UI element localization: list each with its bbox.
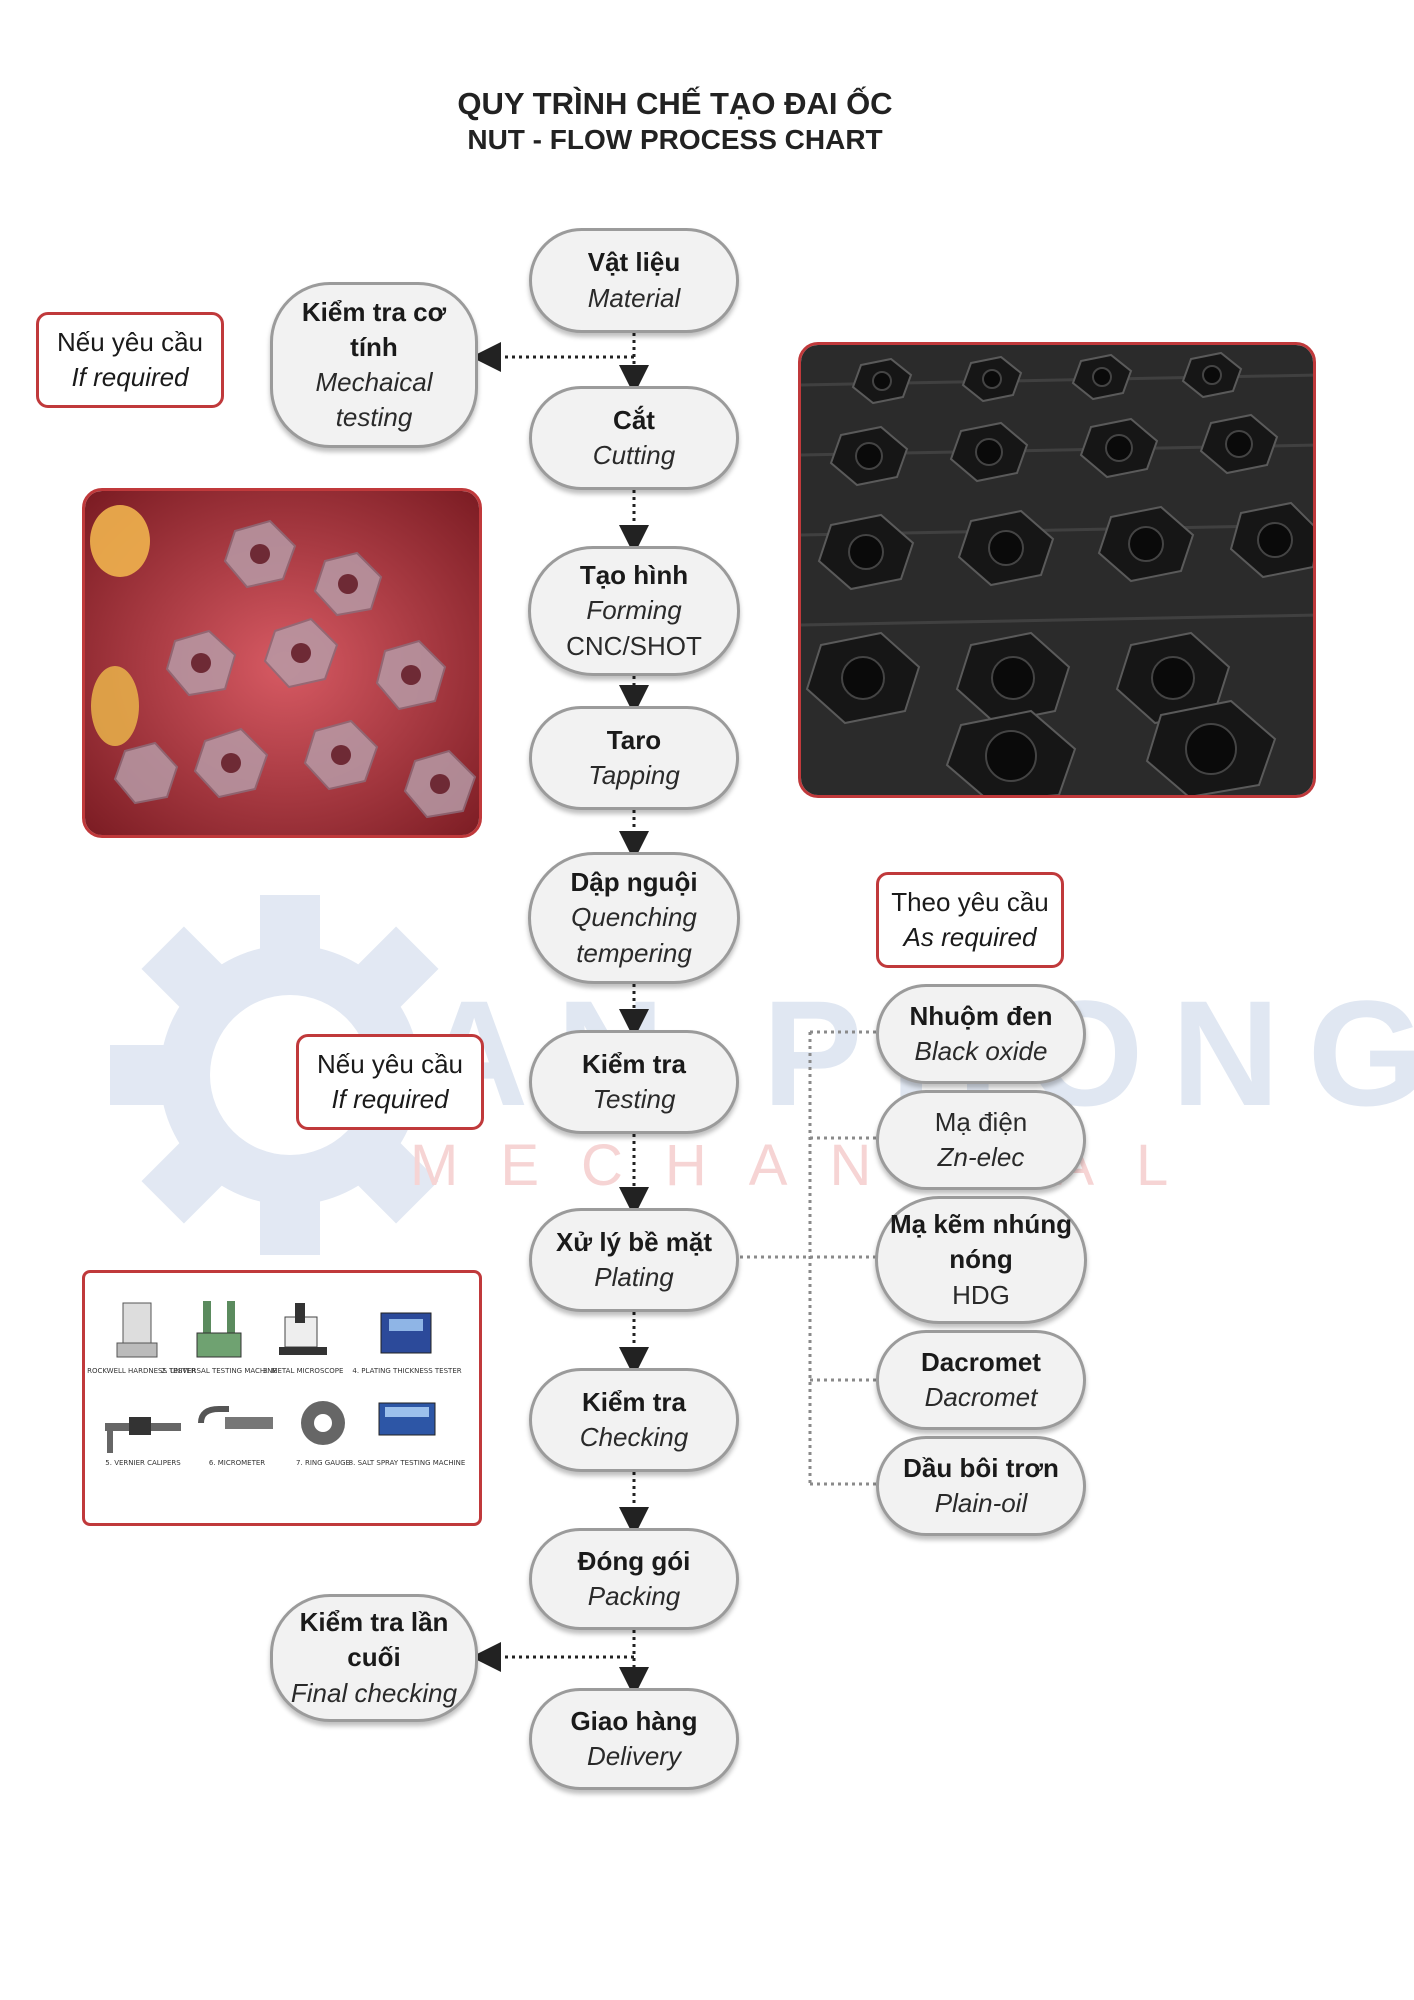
step-label-vi: Kiểm tra (581, 1386, 687, 1417)
instrument-label: 1. ROCKWELL HARDNESS TESTER (85, 1367, 196, 1375)
note-label-en: If required (331, 1084, 449, 1114)
step-label-en: Plating (594, 1262, 674, 1292)
side-check-label-en: Mechaical testing (315, 367, 433, 433)
side-check-mechanical: Kiểm tra cơ tính Mechaical testing (270, 282, 478, 448)
instrument-label: 6. MICROMETER (209, 1459, 265, 1467)
note-label-vi: Nếu yêu cầu (317, 1048, 463, 1079)
note-as-required: Theo yêu cầu As required (876, 872, 1064, 968)
surface-label-en: Plain-oil (934, 1488, 1028, 1518)
surface-label-en: HDG (952, 1279, 1010, 1310)
microscope-icon (279, 1303, 327, 1355)
step-label-vi: Tạo hình (579, 560, 689, 591)
instrument-label: 3. METAL MICROSCOPE (263, 1367, 344, 1375)
surface-label-vi: Dacromet (921, 1346, 1041, 1377)
step-label-vi: Giao hàng (570, 1705, 698, 1736)
surface-label-vi: Mạ kẽm nhúng nóng (889, 1209, 1072, 1275)
step-label-en: Checking (579, 1422, 689, 1452)
note-label-vi: Nếu yêu cầu (57, 326, 203, 357)
instrument-label: 5. VERNIER CALIPERS (105, 1459, 181, 1467)
note-label-vi: Theo yêu cầu (891, 886, 1049, 917)
note-label-en: If required (71, 362, 189, 392)
black-nuts-photo (798, 342, 1316, 798)
surface-black-oxide: Nhuộm đen Black oxide (876, 984, 1086, 1084)
ring-gauge-icon (301, 1401, 345, 1445)
step-label-en: Material (587, 282, 681, 313)
surface-label-vi: Nhuộm đen (909, 1000, 1053, 1031)
step-label-en: Quenching (571, 902, 697, 933)
side-check-label-en: Final checking (290, 1677, 458, 1708)
rockwell-tester-icon (116, 1302, 158, 1358)
step-label-en: Forming (586, 595, 682, 626)
step-label-en: Delivery (587, 1741, 681, 1771)
step-label-vi: Kiểm tra (581, 1048, 687, 1079)
step-packing: Đóng gói Packing (529, 1528, 739, 1630)
step-plating: Xử lý bề mặt Plating (529, 1208, 739, 1312)
surface-dacromet: Dacromet Dacromet (876, 1330, 1086, 1430)
chart-subtitle: NUT - FLOW PROCESS CHART (467, 124, 883, 155)
step-forming: Tạo hình Forming CNC/SHOT (528, 546, 740, 676)
colored-nuts-image (85, 491, 479, 835)
vernier-caliper-icon (105, 1417, 181, 1453)
side-check-label-vi: Kiểm tra lần cuối (299, 1607, 449, 1673)
step-label-vi: Taro (606, 724, 662, 755)
instrument-label: 2. UNIVERSAL TESTING MACHINE (161, 1367, 277, 1375)
micrometer-icon (198, 1406, 273, 1429)
surface-label-vi: Dầu bôi trơn (903, 1452, 1059, 1483)
step-label-en: Tapping (588, 760, 680, 790)
black-nuts-image (801, 345, 1313, 795)
step-tapping: Taro Tapping (529, 706, 739, 810)
step-material: Vật liệu Material (529, 228, 739, 333)
step-label-vi: Đóng gói (577, 1545, 691, 1576)
surface-label-en: Black oxide (914, 1036, 1048, 1066)
side-check-final: Kiểm tra lần cuối Final checking (270, 1594, 478, 1722)
colored-nuts-photo (82, 488, 482, 838)
surface-plain-oil: Dầu bôi trơn Plain-oil (876, 1436, 1086, 1536)
instrument-label: 8. SALT SPRAY TESTING MACHINE (349, 1459, 466, 1467)
step-label-vi: Cắt (613, 404, 655, 435)
step-label-en: Packing (587, 1581, 681, 1611)
chart-title: QUY TRÌNH CHẾ TẠO ĐAI ỐC (457, 86, 893, 121)
step-label-vi: Vật liệu (587, 247, 681, 278)
step-cutting: Cắt Cutting (529, 386, 739, 490)
salt-spray-tester-icon (378, 1402, 436, 1436)
note-if-required-testing: Nếu yêu cầu If required (296, 1034, 484, 1130)
surface-hdg: Mạ kẽm nhúng nóng HDG (875, 1196, 1087, 1324)
step-label-vi: Dập nguội (570, 867, 698, 898)
instrument-label: 7. RING GAUGE (296, 1459, 350, 1467)
universal-testing-machine-icon (196, 1301, 242, 1358)
step-label-vi: Xử lý bề mặt (555, 1226, 713, 1257)
instrument-label: 4. PLATING THICKNESS TESTER (352, 1367, 461, 1375)
step-label-en: Cutting (592, 440, 676, 470)
step-quenching: Dập nguội Quenching tempering (528, 852, 740, 984)
step-label-extra: CNC/SHOT (566, 630, 702, 661)
surface-zn-elec: Mạ điện Zn-elec (876, 1090, 1086, 1190)
step-label-extra: tempering (576, 937, 692, 968)
note-if-required-top: Nếu yêu cầu If required (36, 312, 224, 408)
testing-instruments-photo: 1. ROCKWELL HARDNESS TESTER 2. UNIVERSAL… (82, 1270, 482, 1526)
note-label-en: As required (903, 922, 1037, 952)
surface-label-en: Dacromet (924, 1382, 1038, 1412)
testing-instruments-image: 1. ROCKWELL HARDNESS TESTER 2. UNIVERSAL… (85, 1301, 466, 1467)
step-checking: Kiểm tra Checking (529, 1368, 739, 1472)
plating-thickness-tester-icon (380, 1312, 432, 1354)
surface-branch-lines (740, 1030, 876, 1486)
step-testing: Kiểm tra Testing (529, 1030, 739, 1134)
surface-label-vi: Mạ điện (934, 1106, 1028, 1137)
surface-label-en: Zn-elec (937, 1142, 1025, 1172)
side-check-label-vi: Kiểm tra cơ tính (301, 296, 447, 362)
step-delivery: Giao hàng Delivery (529, 1688, 739, 1790)
step-label-en: Testing (592, 1084, 676, 1114)
